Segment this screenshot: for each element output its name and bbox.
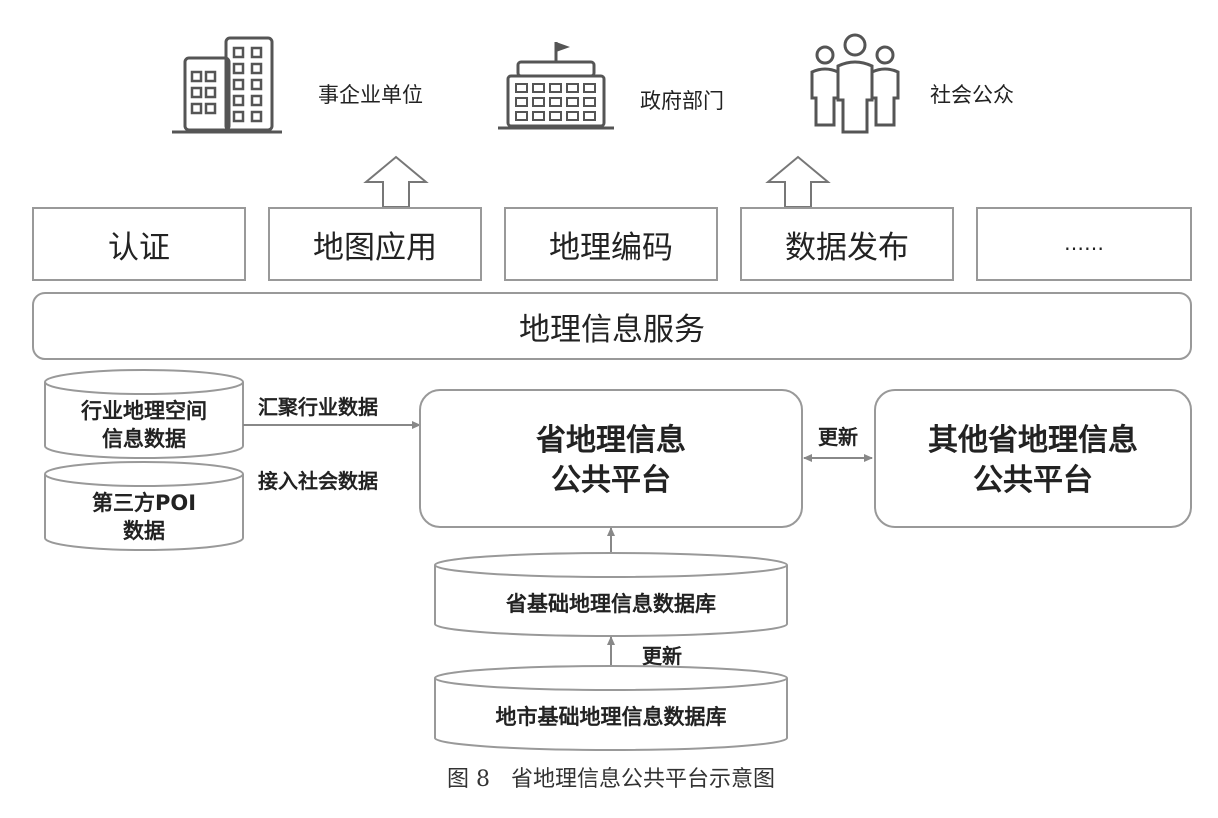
update-city-label: 更新: [642, 644, 682, 668]
svg-text:公共平台: 公共平台: [551, 463, 671, 498]
service-bar: 地理信息服务: [32, 292, 1192, 360]
user-label-enterprise: 事企业单位: [318, 83, 423, 107]
svg-text:省基础地理信息数据库: 省基础地理信息数据库: [505, 592, 716, 616]
user-label-public: 社会公众: [930, 83, 1014, 107]
source-cylinder-poi: 第三方POI 数据: [44, 461, 244, 551]
government-building-icon: [498, 42, 614, 130]
app-box-geocode: 地理编码: [504, 207, 718, 281]
city-database-cylinder: 地市基础地理信息数据库: [434, 665, 788, 751]
other-platform-box: 其他省地理信息 公共平台: [874, 389, 1192, 528]
user-label-government: 政府部门: [640, 89, 724, 113]
svg-text:数据: 数据: [123, 519, 165, 543]
people-icon: [810, 33, 900, 134]
svg-text:省地理信息: 省地理信息: [536, 423, 686, 458]
svg-text:行业地理空间: 行业地理空间: [80, 399, 207, 423]
buildings-icon: [172, 36, 282, 134]
source-cylinder-industry: 行业地理空间 信息数据: [44, 369, 244, 459]
provincial-platform-box: 省地理信息 公共平台: [419, 389, 803, 528]
app-box-publish: 数据发布: [740, 207, 954, 281]
figure-caption: 图 8 省地理信息公共平台示意图: [447, 767, 775, 792]
app-box-auth: 认证: [32, 207, 246, 281]
app-box-map: 地图应用: [268, 207, 482, 281]
access-label: 接入社会数据: [258, 469, 378, 493]
svg-text:数据发布: 数据发布: [785, 230, 909, 266]
svg-text:地理信息服务: 地理信息服务: [519, 312, 705, 348]
svg-text:地市基础地理信息数据库: 地市基础地理信息数据库: [496, 705, 727, 729]
up-arrow-icon: [765, 155, 831, 208]
svg-text:信息数据: 信息数据: [102, 427, 186, 451]
aggregate-label: 汇聚行业数据: [258, 395, 378, 419]
svg-text:第三方POI: 第三方POI: [92, 491, 196, 515]
svg-text:地图应用: 地图应用: [313, 230, 437, 266]
update-peer-label: 更新: [818, 425, 858, 449]
svg-text:……: ……: [1064, 231, 1104, 255]
svg-text:其他省地理信息: 其他省地理信息: [928, 423, 1138, 458]
svg-text:地理编码: 地理编码: [549, 230, 673, 266]
province-database-cylinder: 省基础地理信息数据库: [434, 552, 788, 637]
app-box-more: ……: [976, 207, 1192, 281]
svg-text:认证: 认证: [108, 230, 170, 266]
svg-text:公共平台: 公共平台: [973, 463, 1093, 498]
up-arrow-icon: [363, 155, 429, 208]
